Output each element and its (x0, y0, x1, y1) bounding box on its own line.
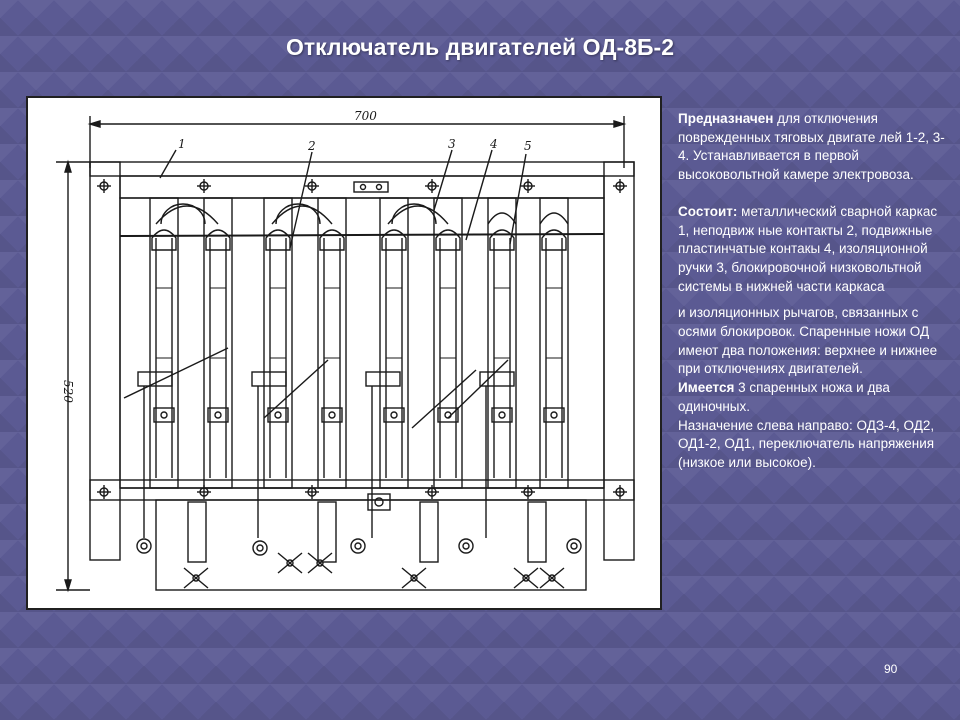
callout-5: 5 (524, 139, 532, 153)
consists-label: Состоит: (678, 203, 738, 219)
frame-bottom-base (155, 499, 587, 591)
order-paragraph: Назначение слева направо: ОДЗ-4, ОД2, ОД… (678, 417, 935, 470)
callouts: 1 2 3 4 5 (159, 137, 532, 249)
purpose-paragraph: Предназначен для отключения поврежденных… (678, 110, 946, 185)
has-paragraph: Имеется 3 спаренных ножа и два одиночных… (678, 379, 946, 416)
bottom-mechanism (136, 493, 582, 589)
frame-bolts (97, 179, 627, 499)
purpose-text: для отключения поврежденных тяговых двиг… (678, 111, 945, 183)
page-number: 90 (884, 662, 898, 676)
callout-2: 2 (307, 139, 316, 153)
slide-title: Отключатель двигателей ОД-8Б-2 (285, 34, 674, 60)
knife-columns (119, 197, 605, 538)
dimension-height: 520 (56, 159, 90, 593)
technical-drawing: 700 520 (56, 109, 635, 593)
diagonal-levers (123, 347, 509, 429)
callout-1: 1 (178, 137, 186, 151)
dimension-width: 700 (87, 109, 627, 168)
callout-3: 3 (448, 137, 456, 151)
description-text: Предназначен для отключения поврежденных… (678, 110, 946, 473)
technical-drawing-frame: 700 520 (26, 96, 662, 610)
consists-paragraph: Состоит: металлический сварной каркас 1,… (678, 203, 946, 297)
has-text: 3 спаренных ножа и два одиночных. (678, 380, 890, 414)
frame-inner (119, 197, 605, 489)
dimension-width-label: 700 (354, 109, 377, 123)
callout-4: 4 (489, 137, 498, 151)
levers-paragraph: и изоляционных рычагов, связанных с осям… (678, 305, 938, 377)
frame-nameplate (353, 181, 389, 193)
frame-lower-rail (89, 479, 635, 501)
has-label: Имеется (678, 380, 735, 396)
dimension-height-label: 520 (61, 380, 75, 403)
consists-text: металлический сварной каркас 1, неподвиж… (678, 203, 938, 294)
purpose-label: Предназначен (678, 111, 774, 126)
frame-top-beam (89, 161, 635, 177)
